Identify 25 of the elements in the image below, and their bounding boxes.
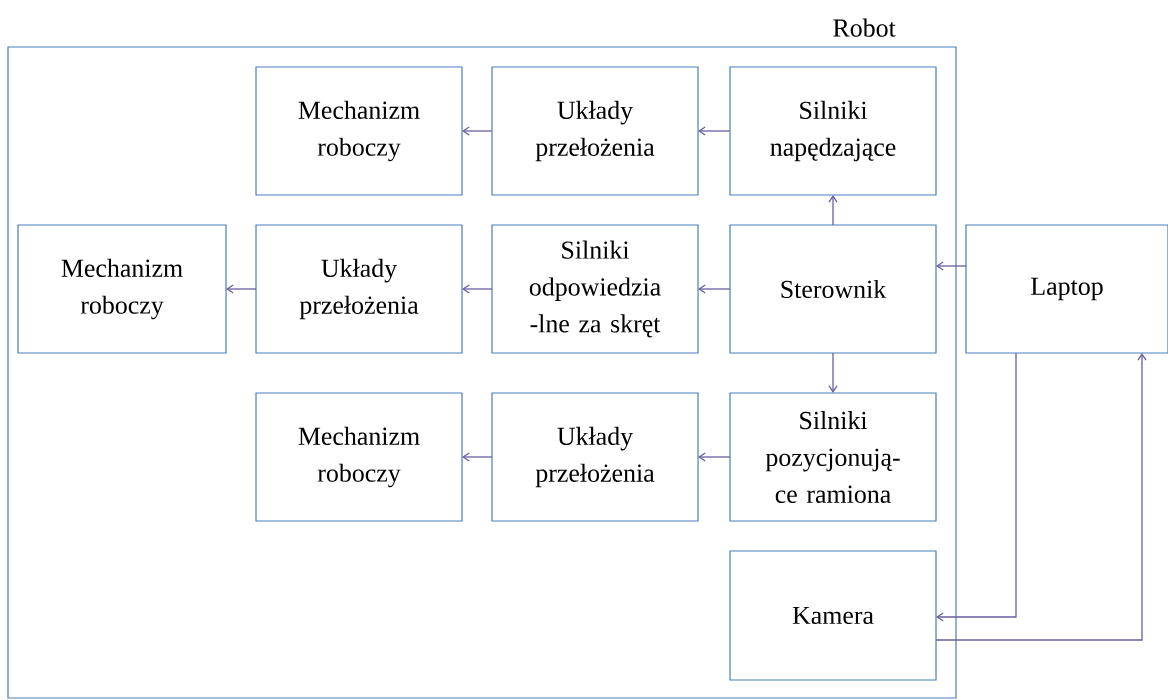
component-box: Układy przełożenia bbox=[255, 224, 463, 354]
arrow bbox=[698, 126, 731, 136]
arrow bbox=[828, 352, 838, 393]
arrow bbox=[226, 284, 257, 294]
component-box: Układy przełożenia bbox=[491, 66, 699, 196]
arrow bbox=[828, 195, 838, 226]
frame-heading: Robot bbox=[833, 18, 896, 37]
component-box: Mechanizm roboczy bbox=[17, 224, 227, 354]
arrow bbox=[936, 352, 1017, 622]
arrow bbox=[935, 353, 1147, 641]
component-box: Silniki pozycjonują- ce ramiona bbox=[729, 392, 937, 522]
arrow bbox=[698, 284, 731, 294]
arrow bbox=[462, 284, 493, 294]
component-box: Mechanizm roboczy bbox=[255, 66, 463, 196]
component-box: Silniki napędzające bbox=[729, 66, 937, 196]
arrow bbox=[462, 452, 493, 462]
component-box: Układy przełożenia bbox=[491, 392, 699, 522]
component-box: Mechanizm roboczy bbox=[255, 392, 463, 522]
arrow bbox=[936, 261, 967, 271]
component-box: Silniki odpowiedzia -lne za skręt bbox=[491, 224, 699, 354]
arrow bbox=[698, 452, 731, 462]
component-box: Sterownik bbox=[729, 224, 937, 354]
component-box: Laptop bbox=[965, 224, 1168, 354]
arrow bbox=[462, 126, 493, 136]
component-box: Kamera bbox=[729, 550, 937, 681]
